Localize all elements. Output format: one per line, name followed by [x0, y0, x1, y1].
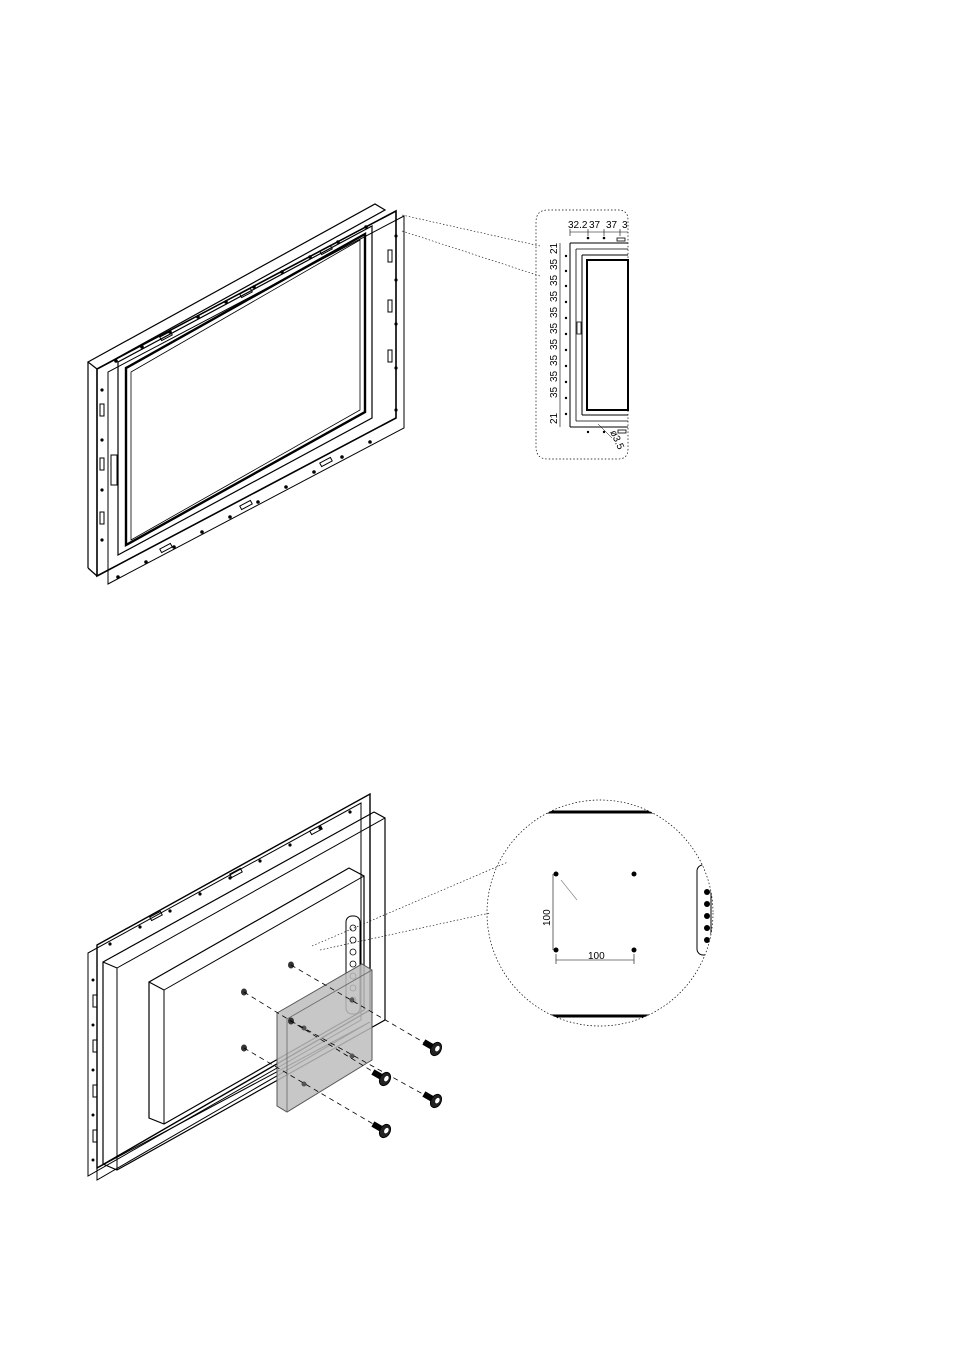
vesa-detail-callout: 100 100 [480, 800, 720, 1026]
dim-left-7: 35 [549, 338, 560, 350]
vesa-bracket-plate [277, 964, 372, 1112]
dim-left-8: 35 [549, 354, 560, 366]
dim-left-4: 35 [549, 290, 560, 302]
vesa-leader-lines [312, 862, 508, 950]
dim-left-1: 21 [549, 242, 560, 254]
dim-top-4: 3 [622, 220, 628, 231]
open-frame-monitor-front [88, 204, 404, 584]
screw-icon [369, 1036, 443, 1140]
dim-left-3: 35 [549, 274, 560, 286]
dim-left-9: 35 [549, 370, 560, 382]
dim-left-6: 35 [549, 322, 560, 334]
dim-left-11: 21 [549, 412, 560, 424]
corner-detail-callout: 32.2 37 37 3 21 35 35 35 35 35 35 35 35 … [536, 210, 628, 459]
dim-left-2: 35 [549, 258, 560, 270]
hole-diameter-label: ø3.5 [607, 429, 626, 452]
dim-top-3: 37 [606, 220, 618, 231]
dim-left-10: 35 [549, 386, 560, 398]
dim-left-5: 35 [549, 306, 560, 318]
vesa-horizontal-dim: 100 [588, 951, 605, 962]
vesa-vertical-dim: 100 [542, 909, 553, 926]
dim-top-1: 32.2 [568, 220, 588, 231]
dim-top-2: 37 [589, 220, 601, 231]
detail-leader-lines [402, 215, 540, 276]
